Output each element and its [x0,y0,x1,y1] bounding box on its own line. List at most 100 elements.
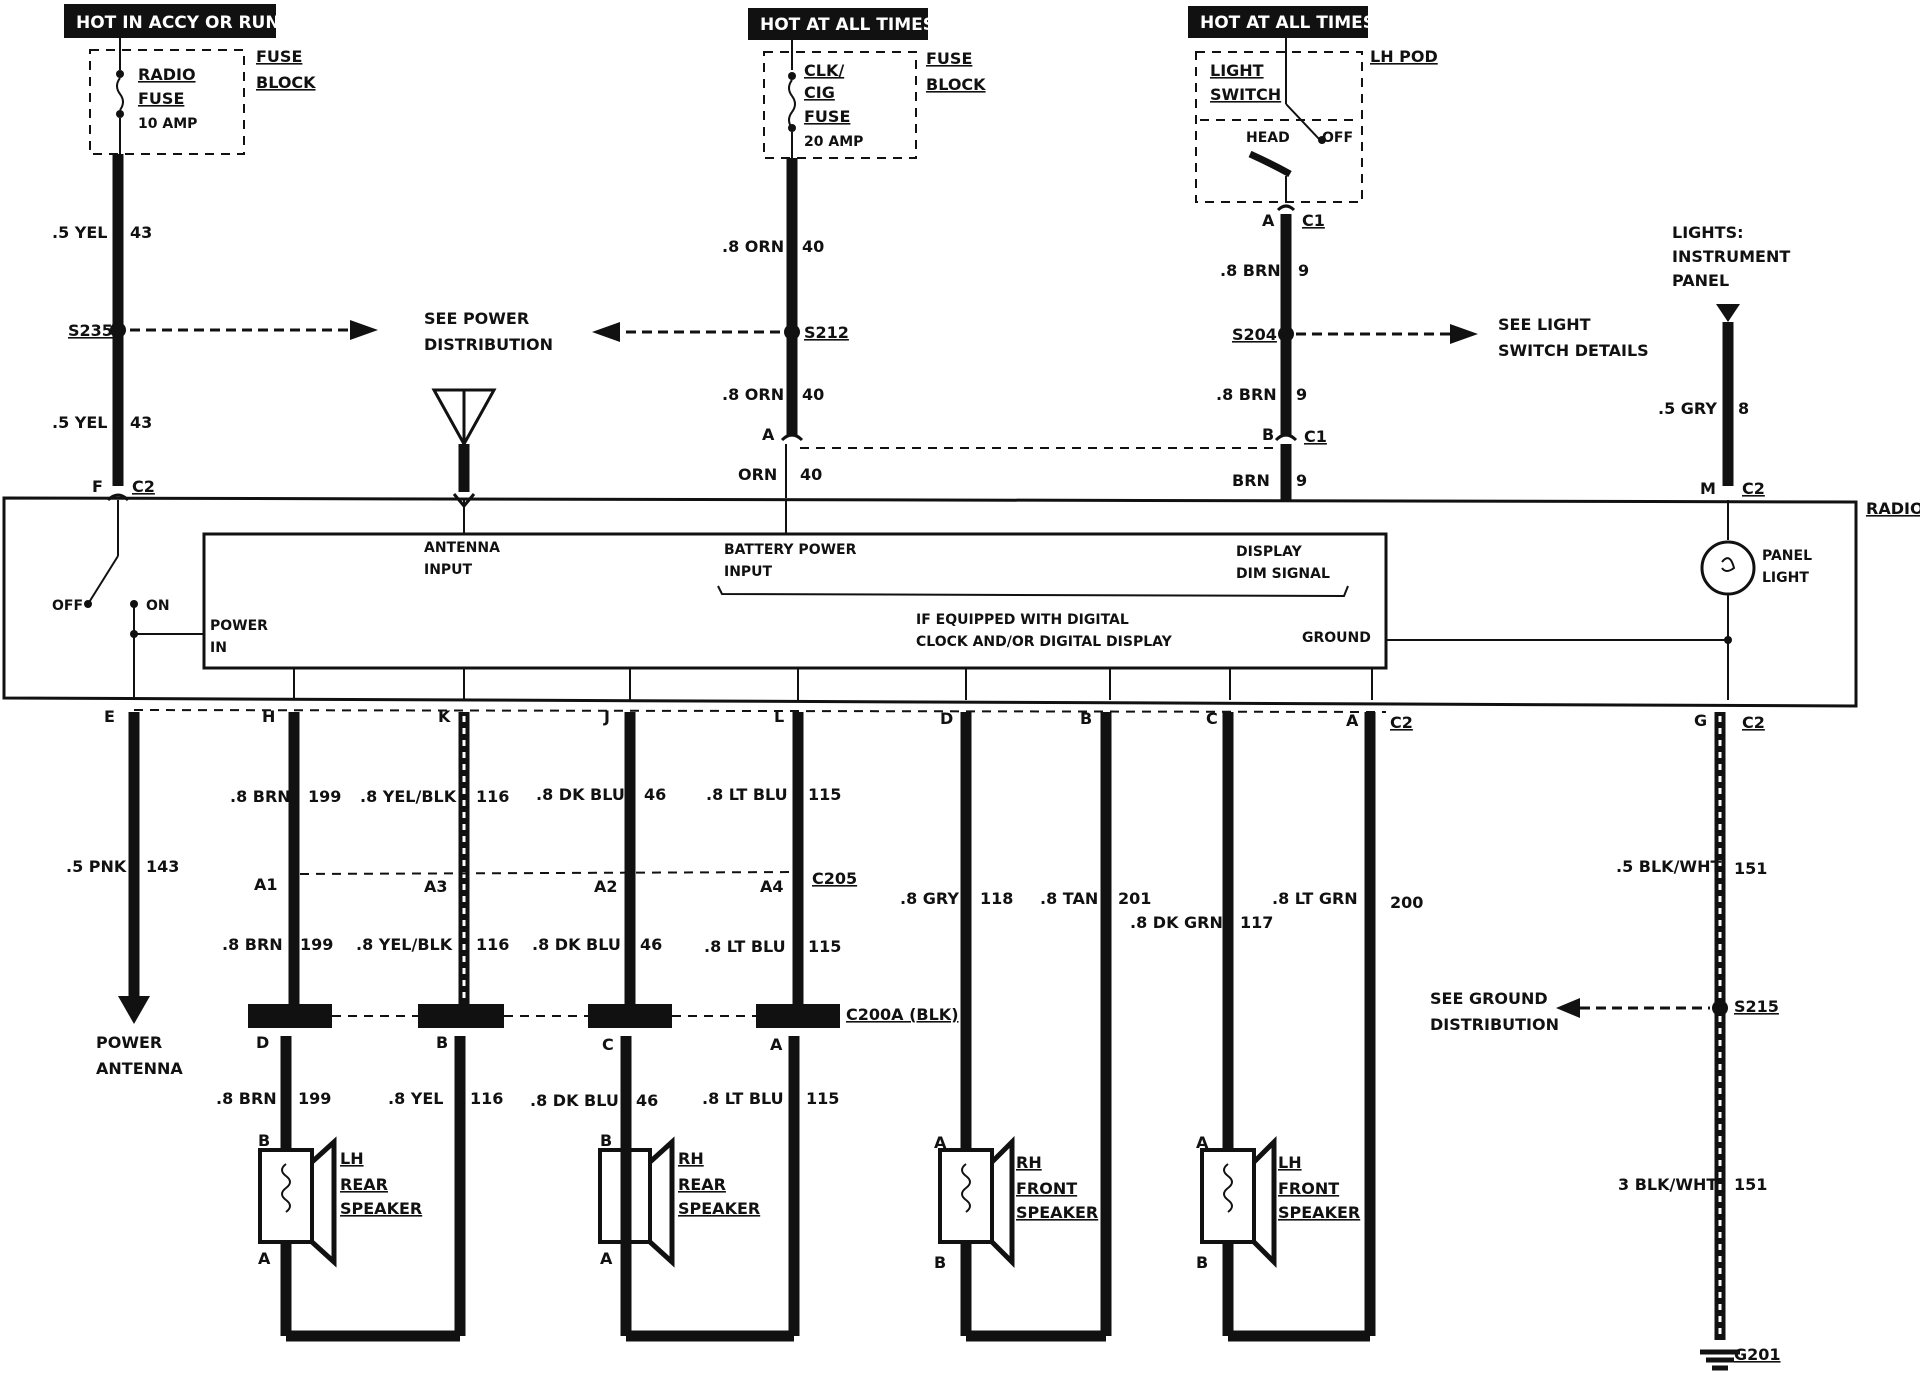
wires-w40-a-circuit-label: 40 [802,237,824,256]
wires-w115-b-circuit-label: 115 [808,937,841,956]
rear-wires-lower: .8 BRN 199 .8 YEL 116 .8 DK BLU 46 .8 LT… [216,1036,839,1336]
light-switch-label: LIGHT [1210,61,1264,80]
radio-fuse: RADIO FUSE 10 AMP FUSE BLOCK [89,38,316,155]
fuse-block-label-clk-2: BLOCK [926,75,986,94]
see-ground-distribution: SEE GROUND DISTRIBUTION [1430,989,1559,1034]
pins-d-label: D [940,709,953,728]
antenna-icon [431,388,497,509]
wire-8: .5 GRY 8 M C2 [1658,322,1765,498]
wires-w116-c-gauge-label: .8 YEL [388,1089,444,1108]
speakers-lh-front-l3-label: SPEAKER [1278,1203,1360,1222]
wires-w46-a-gauge-label: .8 DK BLU [536,785,625,804]
wires-w200-circuit-label: 200 [1390,893,1423,912]
headers-hot-all-times-1-label: HOT AT ALL TIMES [760,15,935,35]
lights-ip-label-3: PANEL [1672,271,1729,290]
pins-a3-label: A3 [424,877,448,896]
internal-leads [293,500,1373,700]
radio-panel-light-2-label: LIGHT [1762,570,1809,586]
wires-w40-b-circuit-label: 40 [802,385,824,404]
switch-head-label: HEAD [1246,130,1290,146]
see-light-line1-label: SEE LIGHT [1498,315,1591,334]
speakers-lh-rear-bot-pin-label: A [258,1249,271,1268]
radio-label: RADIO [1866,499,1920,518]
wire-151: .5 BLK/WHT 151 3 BLK/WHT 151 [1616,712,1767,1340]
see-light-switch-details: SEE LIGHT SWITCH DETAILS [1498,315,1649,360]
radio-power-in-1-label: POWER [210,618,268,634]
wires-w46-b-gauge-label: .8 DK BLU [532,935,621,954]
speakers-rh-rear-l1-label: RH [678,1149,704,1168]
instrument-panel-lights: LIGHTS: INSTRUMENT PANEL [1672,223,1790,322]
radio-ground-label: GROUND [1302,630,1371,646]
wires-w151-b-circuit-label: 151 [1734,1175,1767,1194]
see-power-distribution: SEE POWER DISTRIBUTION [424,309,553,354]
radio-unit: RADIO F C2 [2,477,1920,708]
see-power-line2-label: DISTRIBUTION [424,335,553,354]
speakers-rh-front-l3-label: SPEAKER [1016,1203,1098,1222]
connectors-c2-f-label: C2 [132,477,155,496]
radio-inner-digital: ANTENNA INPUT BATTERY POWER INPUT DISPLA… [202,532,1388,670]
wires-w151-b-gauge-label: 3 BLK/WHT [1618,1175,1717,1194]
wires-w46-c-gauge-label: .8 DK BLU [530,1091,619,1110]
rear-wires: .8 BRN 199 .8 YEL/BLK 116 .8 DK BLU 46 .… [222,712,841,1024]
speakers-lh-front-l1-label: LH [1278,1153,1302,1172]
pins-l-label: L [774,707,784,726]
connectors-c1-b-label: C1 [1304,427,1327,446]
wire-40: .8 ORN 40 .8 ORN 40 ORN 40 [722,158,824,498]
pins-c200-d-label: D [256,1033,269,1052]
pins-e-label: E [104,707,115,726]
wires-w40-c-gauge-label: ORN [738,465,777,484]
splices-s204-label: S204 [1232,325,1277,344]
switch-off-label: OFF [1322,130,1353,146]
pins-a2-label: A2 [594,877,618,896]
wires-w9-b-circuit-label: 9 [1296,385,1307,404]
wires-w9-b-gauge-label: .8 BRN [1216,385,1277,404]
wires-w115-c-gauge-label: .8 LT BLU [702,1089,784,1108]
wires-w46-b-circuit-label: 46 [640,935,662,954]
pins-h-label: H [262,707,275,726]
wires-w199-a-gauge-label: .8 BRN [230,787,291,806]
wires-w117-circuit-label: 117 [1240,913,1273,932]
wires-w118-gauge-label: .8 GRY [900,889,959,908]
speakers-lh-front-l2-label: FRONT [1278,1179,1339,1198]
radio-antenna-input-1-label: ANTENNA [424,540,500,556]
pins-j-label: J [603,707,610,726]
connector-c2-bottom: E H K J L D B C A C2 G C2 [104,707,1765,732]
clk-fuse-label-2: CIG [804,83,835,102]
speakers-rh-front-bot-pin-label: B [934,1253,946,1272]
pins-m-label: M [1700,479,1716,498]
pins-a-label: A [1346,711,1359,730]
radio-battery-1-label: BATTERY POWER [724,542,857,558]
radio-fuse-rating: 10 AMP [138,116,197,132]
wires-w118-circuit-label: 118 [980,889,1013,908]
radio-panel-light-1-label: PANEL [1762,548,1812,564]
wires-w116-b-circuit-label: 116 [476,935,509,954]
pins-c200-b-label: B [436,1033,448,1052]
pins-a-top-label: A [762,425,775,444]
see-ground-line2-label: DISTRIBUTION [1430,1015,1559,1034]
wires-w8-circuit-label: 8 [1738,399,1749,418]
wires-w201-circuit-label: 201 [1118,889,1151,908]
wires-w8-gauge-label: .5 GRY [1658,399,1717,418]
splice-s212: S212 [592,322,849,342]
see-ground-line1-label: SEE GROUND [1430,989,1548,1008]
wires-w43-b-gauge-label: .5 YEL [52,413,108,432]
clk-fuse-label-3: FUSE [804,107,850,126]
fuse-block-label: FUSE [256,47,302,66]
wires-w115-b-gauge-label: .8 LT BLU [704,937,786,956]
wires-w151-a-circuit-label: 151 [1734,859,1767,878]
panel-light-icon: PANEL LIGHT [1386,500,1812,700]
connectors-g201-label: G201 [1734,1345,1781,1364]
speakers-lh-front-top-pin-label: A [1196,1133,1209,1152]
lh-rear-speaker: B A LH REAR SPEAKER [258,1131,460,1342]
connector-c200a: C200A (BLK) D B C A [248,1004,959,1054]
wires-w115-a-circuit-label: 115 [808,785,841,804]
splices-s215-label: S215 [1734,997,1779,1016]
wires-w117-gauge-label: .8 DK GRN [1130,913,1223,932]
lh-pod-label: LH POD [1370,47,1438,66]
pins-g-label: G [1694,711,1707,730]
wires-w9-c-gauge-label: BRN [1232,471,1270,490]
wire-143: .5 PNK 143 POWER ANTENNA [66,712,183,1078]
lh-front-speaker: A B LH FRONT SPEAKER [1196,1133,1370,1342]
speakers-lh-rear-l1-label: LH [340,1149,364,1168]
splices-s212-label: S212 [804,323,849,342]
